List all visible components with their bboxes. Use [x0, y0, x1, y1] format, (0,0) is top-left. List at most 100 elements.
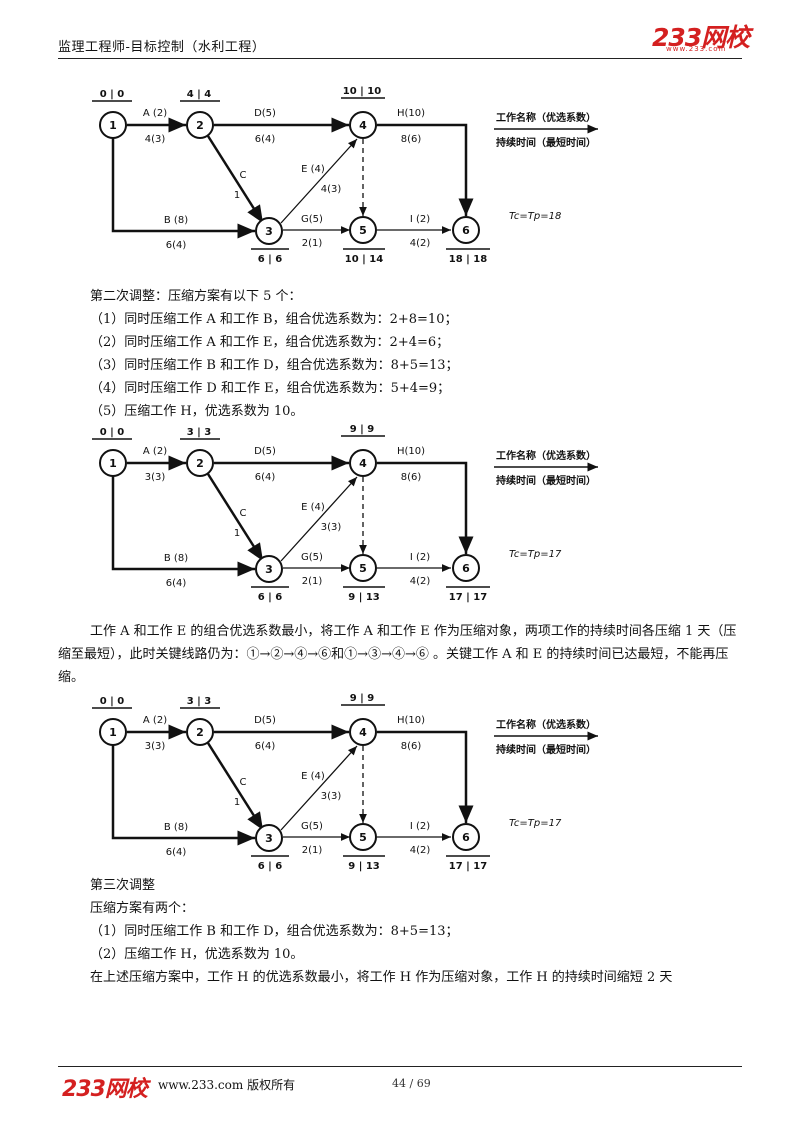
activity-b-duration: 6(4) — [166, 578, 187, 589]
network-diagram-svg: 1 2 3 4 5 6 0 | 0 3 | 3 9 | 9 6 | 6 9 | … — [92, 424, 598, 603]
activity-g-name: G(5) — [301, 214, 323, 225]
activity-h-name: H(10) — [397, 715, 425, 726]
header-rule — [58, 58, 742, 59]
section3-item-2: （2）压缩工作 H，优选系数为 10。 — [90, 947, 304, 962]
activity-g-duration: 2(1) — [302, 238, 323, 249]
network-diagram-svg: 1 2 3 4 5 6 0 | 0 4 | 4 10 | 10 6 | 6 10… — [92, 86, 598, 265]
node-text: 1 — [109, 457, 117, 470]
legend-name-label: 工作名称（优选系数） — [496, 111, 596, 124]
activity-e-arrow — [280, 745, 358, 831]
node-text: 6 — [462, 831, 470, 844]
time-label-node-4: 10 | 10 — [341, 86, 385, 99]
network-diagram-3: 1 2 3 4 5 6 0 | 0 3 | 3 9 | 9 6 | 6 9 | … — [0, 693, 800, 887]
node-text: 3 | 3 — [187, 427, 212, 438]
node-text: 6 — [462, 562, 470, 575]
activity-c-name: C — [240, 777, 247, 788]
node-text: 10 | 10 — [343, 86, 381, 97]
activity-c-duration: 1 — [234, 528, 240, 539]
activity-h-duration: 8(6) — [401, 741, 422, 752]
activity-i-duration: 4(2) — [410, 845, 431, 856]
activity-d-duration: 6(4) — [255, 472, 276, 483]
section2-item-2: （2）同时压缩工作 A 和工作 E，组合优选系数为：2+4=6； — [90, 335, 450, 350]
time-label-node-1: 0 | 0 — [92, 89, 132, 102]
activity-g-duration: 2(1) — [302, 576, 323, 587]
total-duration-label: Tc=Tp=17 — [509, 818, 562, 829]
footer-logo: 233网校 — [62, 1071, 148, 1103]
node-text: 9 | 9 — [350, 693, 375, 704]
document-header-title: 监理工程师-目标控制（水利工程） — [58, 40, 266, 55]
activity-c-name: C — [240, 170, 247, 181]
node-text: 0 | 0 — [100, 427, 125, 438]
time-label-node-3: 6 | 6 — [251, 248, 289, 265]
activity-e-arrow — [280, 138, 358, 224]
node-4: 4 — [349, 718, 377, 746]
node-text: 5 — [359, 562, 367, 575]
node-text: 9 | 13 — [348, 861, 380, 872]
footer-logo-text: 233网校 — [62, 1077, 148, 1102]
activity-i-duration: 4(2) — [410, 576, 431, 587]
activity-e-name: E (4) — [301, 502, 325, 513]
node-text: 2 — [196, 457, 204, 470]
activity-i-name: I (2) — [410, 552, 430, 563]
activity-b-name: B (8) — [164, 215, 188, 226]
node-5: 5 — [349, 216, 377, 244]
activity-h-arrow — [377, 461, 474, 554]
brand-logo-text: 233网校 — [652, 23, 750, 52]
section3-closing: 在上述压缩方案中，工作 H 的优选系数最小，将工作 H 作为压缩对象，工作 H … — [90, 970, 673, 985]
node-text: 1 — [109, 119, 117, 132]
node-text: 3 — [265, 563, 273, 576]
node-text: 2 — [196, 726, 204, 739]
total-duration-label: Tc=Tp=17 — [509, 549, 562, 560]
node-text: 10 | 14 — [345, 254, 383, 265]
activity-h-name: H(10) — [397, 108, 425, 119]
node-4: 4 — [349, 449, 377, 477]
section2-item-1: （1）同时压缩工作 A 和工作 B，组合优选系数为：2+8=10； — [90, 312, 458, 327]
activity-c-duration: 1 — [234, 190, 240, 201]
node-2: 2 — [186, 718, 214, 746]
section3-item-1: （1）同时压缩工作 B 和工作 D，组合优选系数为：8+5=13； — [90, 924, 459, 939]
activity-b-arrow — [111, 476, 255, 577]
activity-e-arrow — [280, 476, 358, 562]
time-label-node-5: 10 | 14 — [343, 248, 385, 265]
legend-duration-label: 持续时间（最短时间） — [496, 743, 596, 756]
activity-a-duration: 3(3) — [145, 472, 166, 483]
node-text: 17 | 17 — [449, 592, 487, 603]
node-text: 4 — [359, 726, 367, 739]
activity-d-name: D(5) — [254, 108, 276, 119]
section2-item-5: （5）压缩工作 H，优选系数为 10。 — [90, 404, 304, 419]
activity-a-name: A (2) — [143, 446, 167, 457]
time-label-node-6: 17 | 17 — [446, 586, 490, 603]
activity-a-duration: 4(3) — [145, 134, 166, 145]
page-number: 44 / 69 — [392, 1077, 431, 1090]
time-label-node-3: 6 | 6 — [251, 586, 289, 603]
time-label-node-2: 4 | 4 — [180, 89, 220, 102]
time-label-node-2: 3 | 3 — [180, 696, 220, 709]
activity-a-name: A (2) — [143, 108, 167, 119]
activity-e-name: E (4) — [301, 164, 325, 175]
activity-c-duration: 1 — [234, 797, 240, 808]
legend-name-label: 工作名称（优选系数） — [496, 718, 596, 731]
activity-h-name: H(10) — [397, 446, 425, 457]
time-label-node-1: 0 | 0 — [92, 696, 132, 709]
node-text: 2 — [196, 119, 204, 132]
time-label-node-5: 9 | 13 — [343, 586, 385, 603]
node-text: 9 | 13 — [348, 592, 380, 603]
paragraph-ae-compression: 工作 A 和工作 E 的组合优选系数最小，将工作 A 和工作 E 作为压缩对象，… — [58, 624, 737, 685]
node-5: 5 — [349, 823, 377, 851]
node-text: 0 | 0 — [100, 696, 125, 707]
section3-intro: 压缩方案有两个： — [90, 901, 195, 916]
activity-h-duration: 8(6) — [401, 134, 422, 145]
activity-g-duration: 2(1) — [302, 845, 323, 856]
node-text: 3 | 3 — [187, 696, 212, 707]
node-text: 17 | 17 — [449, 861, 487, 872]
activity-b-arrow — [111, 745, 255, 846]
time-label-node-6: 17 | 17 — [446, 855, 490, 872]
activity-e-duration: 4(3) — [321, 184, 342, 195]
node-5: 5 — [349, 554, 377, 582]
activity-b-arrow — [111, 138, 255, 239]
node-text: 3 — [265, 832, 273, 845]
node-text: 1 — [109, 726, 117, 739]
node-text: 5 — [359, 831, 367, 844]
node-1: 1 — [99, 718, 127, 746]
diagram-legend: 工作名称（优选系数） 持续时间（最短时间） — [494, 718, 598, 756]
